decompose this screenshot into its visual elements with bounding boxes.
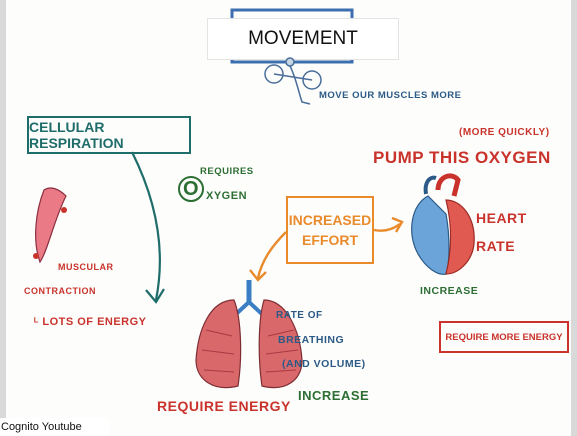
diagram-graphics	[33, 151, 475, 389]
respiration-arrowhead	[145, 288, 165, 304]
more-quickly-label: (MORE QUICKLY)	[459, 127, 550, 138]
effort-label: EFFORT	[302, 232, 358, 248]
heart-illustration	[411, 173, 475, 275]
effort-to-heart-arrow	[373, 223, 401, 232]
lungs-illustration	[195, 280, 303, 389]
source-credit: Cognito Youtube	[0, 418, 109, 436]
contraction-label: CONTRACTION	[24, 286, 96, 296]
muscular-label: MUSCULAR	[58, 262, 114, 272]
page-title: MOVEMENT	[207, 18, 399, 60]
movement-caption: MOVE OUR MUSCLES MORE	[319, 90, 462, 101]
rate-label: RATE	[476, 238, 516, 254]
breathing-increase-label: INCREASE	[298, 388, 370, 403]
and-volume-label: (AND VOLUME)	[282, 358, 366, 370]
rate-of-label: RATE OF	[276, 310, 323, 321]
cyclist-illustration	[264, 57, 322, 105]
heart-increase-label: INCREASE	[420, 285, 479, 297]
require-more-energy-box: REQUIRE MORE ENERGY	[439, 321, 569, 353]
heart-label: HEART	[476, 210, 527, 226]
increased-label: INCREASED	[288, 212, 372, 228]
lots-of-energy-label: ᴸ LOTS OF ENERGY	[34, 316, 147, 328]
oxygen-label: XYGEN	[206, 190, 248, 202]
requires-label: REQUIRES	[200, 166, 254, 177]
muscle-fibre-illustration	[35, 187, 67, 264]
oxygen-circled-letter: O	[178, 176, 204, 202]
diagram-canvas: MOVEMENT MOVE OUR MUSCLES MORE CELLULAR …	[6, 0, 571, 436]
pump-oxygen-label: PUMP THIS OXYGEN	[373, 148, 551, 167]
increased-effort-box: INCREASED EFFORT	[286, 196, 374, 264]
respiration-arrow	[131, 151, 161, 301]
require-energy-label: REQUIRE ENERGY	[157, 398, 291, 414]
cyclist-wheel-front	[264, 64, 284, 84]
cellular-respiration-box: CELLULAR RESPIRATION	[27, 116, 191, 154]
effort-to-lungs-arrow	[256, 231, 287, 279]
breathing-label: BREATHING	[278, 334, 345, 346]
cyclist-wheel-back	[302, 70, 322, 90]
